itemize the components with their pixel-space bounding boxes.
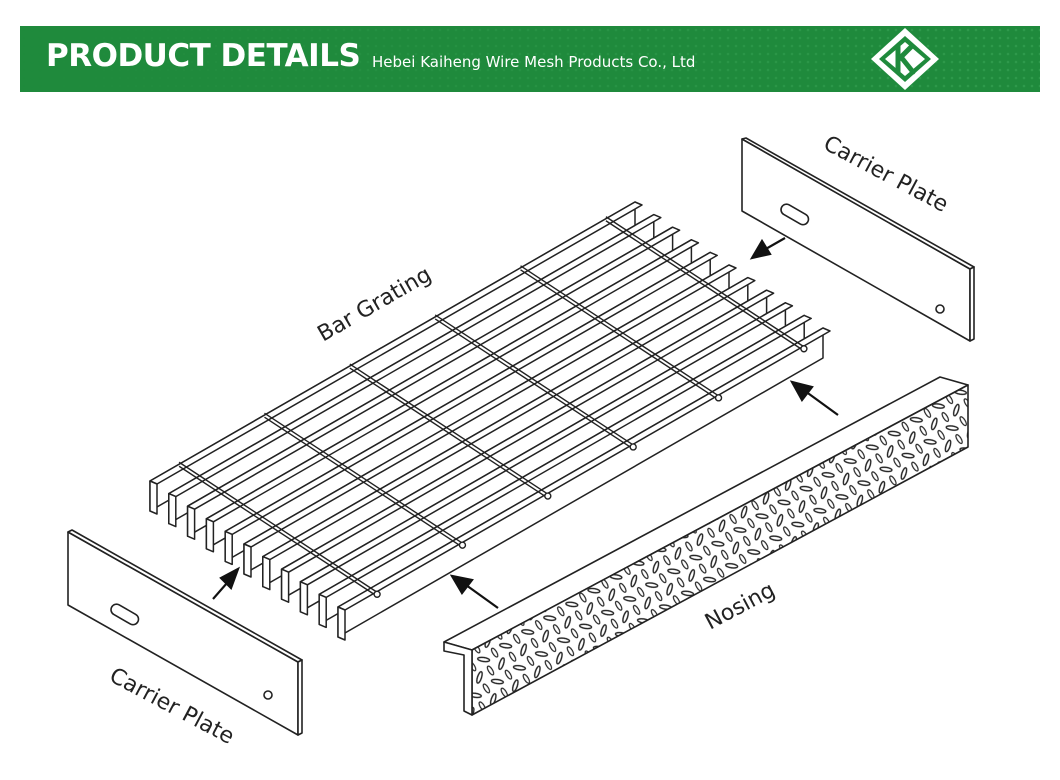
label-nosing: Nosing <box>701 578 779 635</box>
banner-pattern <box>20 26 1040 92</box>
cross-rod <box>178 461 381 598</box>
cross-rod <box>264 412 467 549</box>
company-name: Hebei Kaiheng Wire Mesh Products Co., Lt… <box>372 53 696 71</box>
cross-rod <box>349 363 552 500</box>
arrow-nosing-upper <box>789 380 839 416</box>
nosing <box>443 376 969 716</box>
cross-rod <box>434 314 637 451</box>
assembly-arrows <box>212 237 839 609</box>
cross-rod <box>520 265 723 402</box>
arrow-nosing-lower <box>449 574 499 609</box>
grating-assembly-diagram: Bar Grating Carrier Plate Carrier Plate … <box>67 131 975 750</box>
arrow-top-plate <box>749 237 786 260</box>
bearing-bar <box>337 327 831 641</box>
bearing-bar <box>280 289 775 603</box>
bearing-bar <box>262 276 756 591</box>
bar-grating <box>149 201 831 641</box>
cross-rod <box>605 216 808 353</box>
header-banner: PRODUCT DETAILS Hebei Kaiheng Wire Mesh … <box>20 26 1040 92</box>
bearing-bar <box>243 264 737 578</box>
page-title: PRODUCT DETAILS <box>46 38 361 74</box>
arrow-bottom-plate <box>212 566 241 600</box>
carrier-plate-bottom <box>67 529 303 736</box>
carrier-plate-top <box>741 137 975 342</box>
company-logo <box>871 28 939 90</box>
